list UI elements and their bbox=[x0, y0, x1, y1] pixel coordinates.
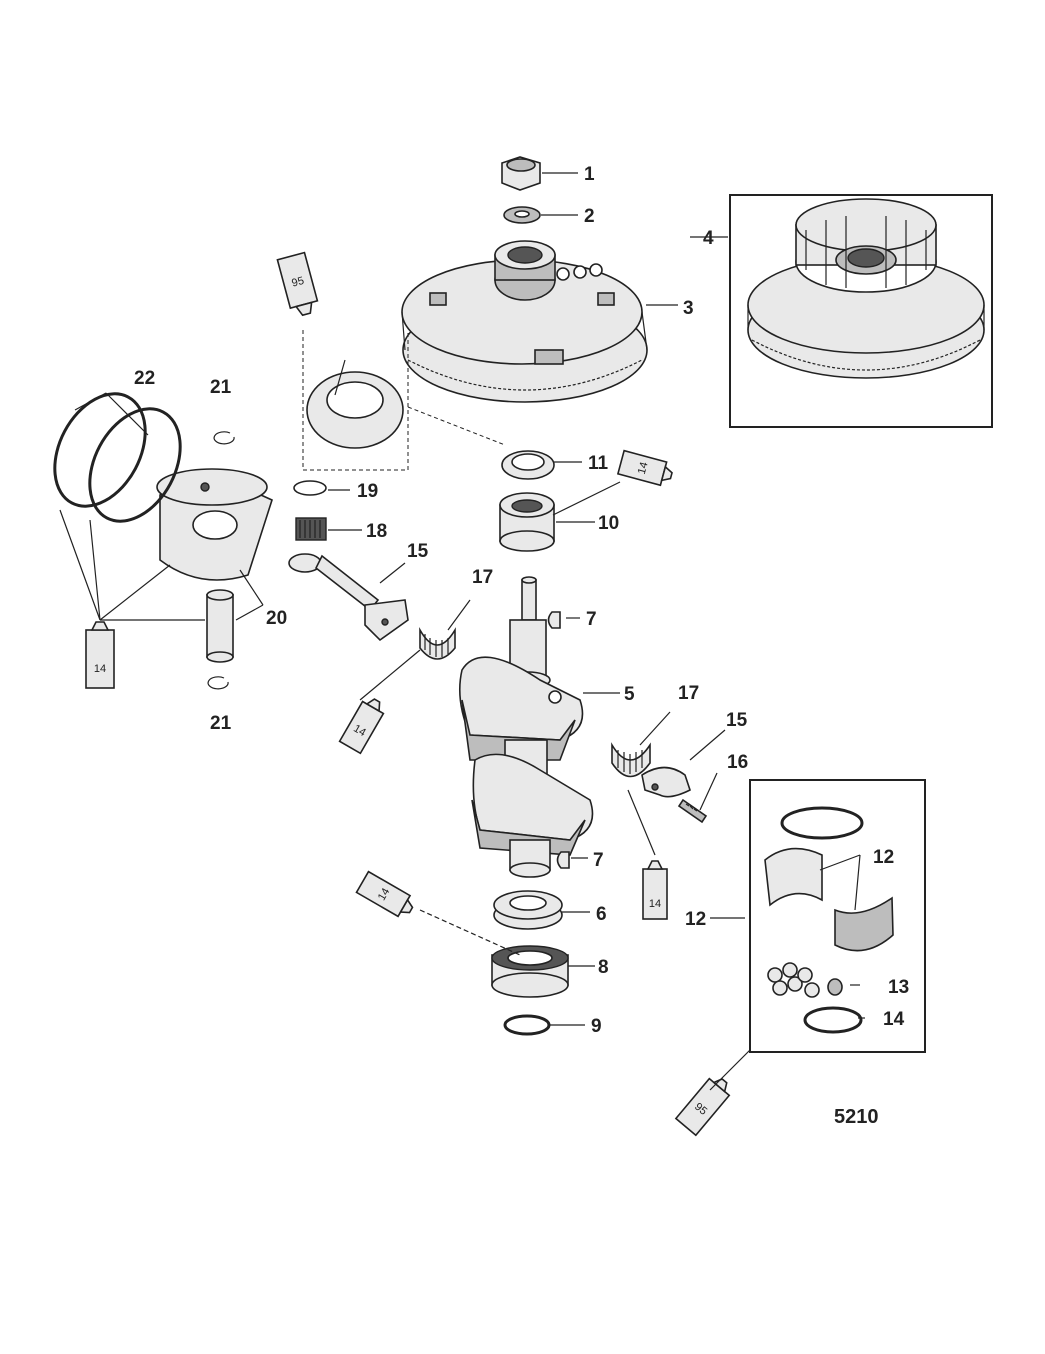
callout-14: 14 bbox=[883, 1009, 905, 1030]
nut-drawing bbox=[501, 156, 541, 191]
piston-drawing bbox=[156, 468, 273, 581]
callout-7a: 7 bbox=[586, 609, 597, 630]
callout-13: 13 bbox=[888, 977, 909, 998]
callout-19: 19 bbox=[357, 481, 378, 502]
piston-rings-drawing bbox=[53, 392, 182, 523]
figure-number: 5210 bbox=[834, 1106, 879, 1128]
retaining-ring-9-drawing bbox=[503, 1014, 551, 1036]
bearing-17a-drawing bbox=[419, 626, 456, 660]
piston-pin-drawing bbox=[206, 589, 234, 663]
ball-bearing-8-drawing bbox=[491, 945, 569, 998]
tube-14a: 14 bbox=[616, 449, 673, 487]
tube-14b: 14 bbox=[85, 621, 115, 689]
seal-drawing bbox=[302, 330, 506, 471]
bearing-11-drawing bbox=[501, 450, 555, 480]
clip-21a-drawing bbox=[213, 431, 235, 445]
callout-6: 6 bbox=[596, 904, 607, 925]
tube-95a: 95 bbox=[276, 251, 319, 317]
callout-7b: 7 bbox=[593, 850, 604, 871]
cage-bearing-drawing bbox=[764, 806, 894, 1034]
callout-8: 8 bbox=[598, 957, 609, 978]
bearing-17b-drawing bbox=[611, 742, 651, 778]
callout-11: 11 bbox=[588, 453, 609, 474]
bearing-10-drawing bbox=[499, 492, 555, 552]
callout-3: 3 bbox=[683, 298, 694, 319]
tube-14e: 14 bbox=[355, 870, 414, 918]
callout-4: 4 bbox=[703, 228, 714, 249]
tube-14c: 14 bbox=[338, 698, 385, 755]
tube-14a-label: 14 bbox=[636, 461, 651, 476]
callout-12a: 12 bbox=[873, 847, 894, 868]
bearing-18-drawing bbox=[295, 517, 327, 541]
callout-2: 2 bbox=[584, 206, 595, 227]
key-7b-drawing bbox=[556, 851, 570, 869]
bearing-6-drawing bbox=[493, 890, 563, 930]
connecting-rod-drawing bbox=[288, 553, 409, 642]
tube-14e-label: 14 bbox=[376, 886, 393, 903]
washer-19-drawing bbox=[293, 480, 327, 496]
tube-95b: 95 bbox=[674, 1077, 731, 1137]
callout-20: 20 bbox=[266, 608, 287, 629]
flywheel-drawing bbox=[401, 240, 648, 403]
callout-15b: 15 bbox=[726, 710, 748, 731]
washer-drawing bbox=[503, 206, 541, 224]
callout-5: 5 bbox=[624, 684, 635, 705]
inset-box-item-12 bbox=[749, 779, 926, 1053]
leader-lines bbox=[59, 172, 865, 1091]
tube-14d: 14 bbox=[642, 860, 668, 920]
tube-95a-label: 95 bbox=[290, 275, 305, 290]
callout-18: 18 bbox=[366, 521, 387, 542]
callout-16: 16 bbox=[727, 752, 748, 773]
callout-21a: 21 bbox=[210, 377, 232, 398]
key-7a-drawing bbox=[547, 611, 561, 629]
flywheel-alternate-drawing bbox=[747, 198, 985, 379]
tube-14c-label: 14 bbox=[351, 723, 368, 740]
callout-10: 10 bbox=[598, 513, 619, 534]
clip-21b-drawing bbox=[207, 676, 229, 690]
callout-1: 1 bbox=[584, 164, 595, 185]
callout-9: 9 bbox=[591, 1016, 602, 1037]
callout-17b: 17 bbox=[678, 683, 699, 704]
inset-box-item-4 bbox=[729, 194, 993, 428]
callout-21b: 21 bbox=[210, 713, 232, 734]
rod-cap-drawing bbox=[641, 766, 691, 798]
callout-labels: 1 2 3 4 5 6 7 7 8 9 10 11 12 12 13 14 15… bbox=[134, 164, 909, 1037]
callout-17a: 17 bbox=[472, 567, 493, 588]
callout-15a: 15 bbox=[407, 541, 429, 562]
screw-16-drawing bbox=[677, 798, 708, 824]
callout-12b: 12 bbox=[685, 909, 706, 930]
tube-14b-label: 14 bbox=[94, 663, 106, 675]
tube-14d-label: 14 bbox=[649, 898, 661, 910]
callout-22: 22 bbox=[134, 368, 155, 389]
crankshaft-drawing bbox=[458, 576, 594, 878]
